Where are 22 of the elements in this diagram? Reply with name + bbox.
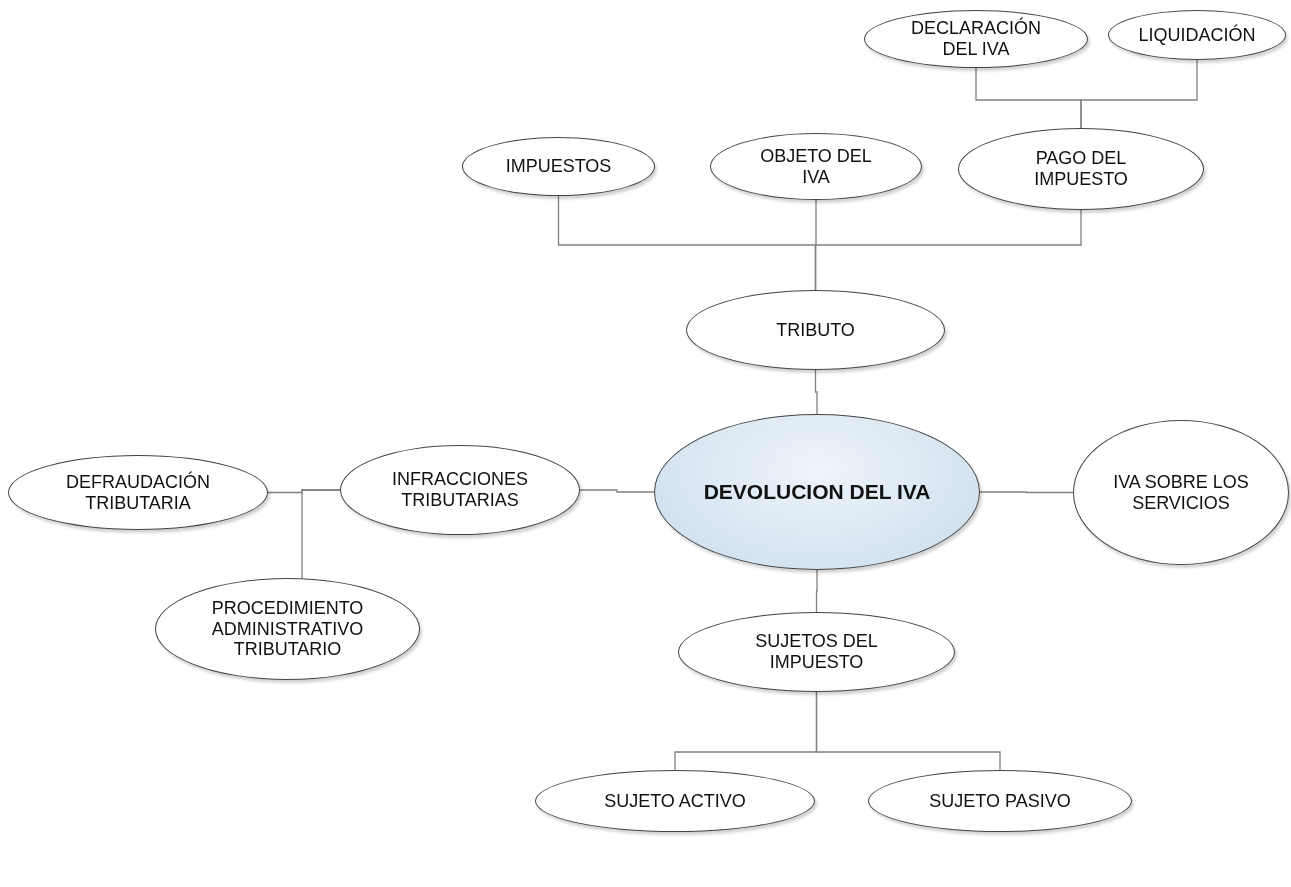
connector-line — [814, 209, 1082, 291]
node-label: PROCEDIMIENTO ADMINISTRATIVO TRIBUTARIO — [210, 597, 365, 661]
node-label: SUJETOS DEL IMPUESTO — [754, 631, 879, 673]
node-label: DEFRAUDACIÓN TRIBUTARIA — [65, 471, 211, 514]
connector-line — [815, 691, 1001, 771]
connector-line — [579, 489, 655, 493]
connector-line — [814, 369, 818, 415]
node-label: SUJETO ACTIVO — [603, 790, 747, 812]
node-label: SUJETO PASIVO — [928, 790, 1072, 812]
node-label: IMPUESTOS — [504, 156, 613, 177]
connector-line — [301, 489, 341, 579]
node-label: PAGO DEL IMPUESTO — [1033, 148, 1129, 190]
node-label: IVA SOBRE LOS SERVICIOS — [1112, 471, 1250, 514]
node-label: TRIBUTO — [775, 319, 856, 341]
node-label: INFRACCIONES TRIBUTARIAS — [391, 469, 529, 511]
connector-line — [815, 569, 818, 613]
node-label: OBJETO DEL IVA — [759, 145, 873, 188]
node-label: DEVOLUCION DEL IVA — [702, 479, 932, 505]
connector-line — [979, 491, 1074, 494]
node-label: LIQUIDACIÓN — [1137, 24, 1257, 46]
node-label: DECLARACIÓN DEL IVA — [910, 18, 1042, 60]
connector-line — [1080, 59, 1198, 129]
